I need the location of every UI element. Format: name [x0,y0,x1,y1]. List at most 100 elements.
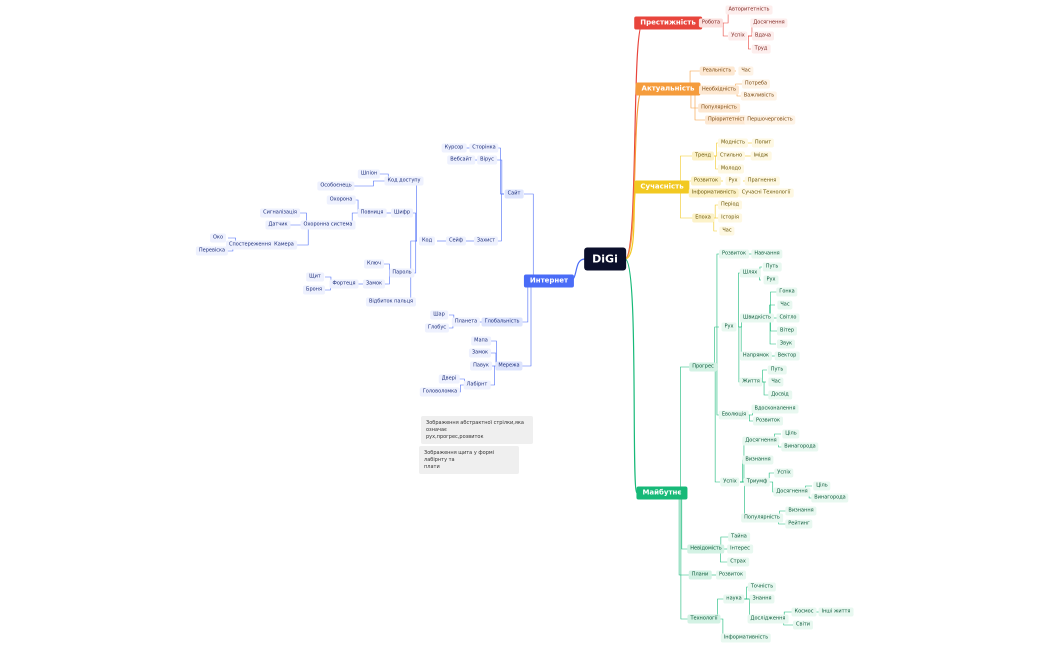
branch-node-1[interactable]: Актуальність [635,82,701,96]
topic-node[interactable]: Лабірнт [463,380,491,390]
topic-node[interactable]: Популярність [698,103,740,113]
branch-node-2[interactable]: Сучасність [634,180,690,194]
topic-node[interactable]: Прогрес [689,362,717,372]
topic-node[interactable]: Вебсайт [447,155,475,165]
topic-node[interactable]: Пароль [389,268,415,278]
topic-node[interactable]: Вдача [752,31,774,41]
topic-node[interactable]: Невідомість [687,544,725,554]
topic-node[interactable]: Успіх [720,477,740,487]
topic-node[interactable]: Потреба [741,79,771,89]
branch-node-0[interactable]: Престижність [634,16,702,30]
topic-node[interactable]: Глобус [424,323,450,333]
topic-node[interactable]: Замок [468,348,492,358]
topic-node[interactable]: Ціль [782,429,800,439]
topic-node[interactable]: Розвиток [753,416,783,426]
topic-node[interactable]: Період [718,200,742,210]
topic-node[interactable]: Першочерговість [744,115,796,125]
topic-node[interactable]: Головоломка [419,387,461,397]
topic-node[interactable]: Шифр [390,208,414,218]
topic-node[interactable]: Звук [776,339,796,349]
topic-node[interactable]: Захист [473,236,499,246]
topic-node[interactable]: Сейф [445,236,467,246]
topic-node[interactable]: Код [418,236,436,246]
topic-node[interactable]: Щит [306,272,324,282]
note-shield-description[interactable]: Зображення щита у формі лабірнту та плат… [419,446,519,475]
topic-node[interactable]: Успіх [774,468,794,478]
topic-node[interactable]: Розвиток [716,570,746,580]
topic-node[interactable]: Винагорода [781,442,819,452]
topic-node[interactable]: Око [209,233,227,243]
topic-node[interactable]: Необхідність [698,85,740,95]
topic-node[interactable]: Сигналізація [260,208,300,218]
topic-node[interactable]: Ключ [364,259,384,269]
topic-node[interactable]: Камера [271,240,297,250]
topic-node[interactable]: Мапа [471,336,491,346]
topic-node[interactable]: Датчик [265,220,291,230]
topic-node[interactable]: Рейтинг [785,519,813,529]
topic-node[interactable]: Епоха [692,213,714,223]
topic-node[interactable]: Реальність [699,66,735,76]
topic-node[interactable]: Павук [470,361,492,371]
topic-node[interactable]: Інтерес [727,544,753,554]
topic-node[interactable]: Досвід [768,390,792,400]
topic-node[interactable]: Стильно [716,151,746,161]
topic-node[interactable]: Триумф [743,477,771,487]
topic-node[interactable]: Час [719,226,735,236]
topic-node[interactable]: Світло [776,313,800,323]
topic-node[interactable]: Перевіска [195,246,229,256]
topic-node[interactable]: Фортеця [329,279,359,289]
topic-node[interactable]: Рух [725,176,741,186]
topic-node[interactable]: Труд [751,44,771,54]
topic-node[interactable]: Код доступу [384,176,424,186]
topic-node[interactable]: Сторінка [469,143,499,153]
topic-node[interactable]: Вірус [477,155,497,165]
topic-node[interactable]: Повниця [357,208,387,218]
topic-node[interactable]: Технології [687,614,721,624]
topic-node[interactable]: Популярність [741,513,783,523]
topic-node[interactable]: Мережа [495,361,523,371]
topic-node[interactable]: Дослідження [747,614,789,624]
topic-node[interactable]: Успіх [728,31,748,41]
topic-node[interactable]: Путь [767,365,787,375]
topic-node[interactable]: Інформативність [688,188,740,198]
note-arrow-description[interactable]: Зображення абстрактної стрілки,яка означ… [421,416,533,445]
topic-node[interactable]: Точність [747,582,777,592]
topic-node[interactable]: Шар [430,310,448,320]
topic-node[interactable]: Авторитетність [725,5,773,15]
topic-node[interactable]: Еволюція [718,410,750,420]
topic-node[interactable]: Молодо [717,164,745,174]
topic-node[interactable]: Особоєнець [317,181,355,191]
topic-node[interactable]: Прагнення [744,176,780,186]
topic-node[interactable]: Час [738,66,754,76]
topic-node[interactable]: Вдосконалення [751,404,799,414]
topic-node[interactable]: Інформативність [720,633,772,643]
topic-node[interactable]: Винагорода [811,493,849,503]
topic-node[interactable]: Двері [438,374,460,384]
branch-node-3[interactable]: Майбутнє [636,486,688,500]
topic-node[interactable]: Досягнення [750,18,788,28]
topic-node[interactable]: Тайна [728,532,750,542]
topic-node[interactable]: Путь [762,262,782,272]
topic-node[interactable]: Рух [763,275,779,285]
topic-node[interactable]: Сучасні Технології [738,188,794,198]
topic-node[interactable]: Шлях [739,268,761,278]
topic-node[interactable]: Вітер [777,326,797,336]
topic-node[interactable]: Тренд [691,151,715,161]
topic-node[interactable]: Досягнення [773,487,811,497]
topic-node[interactable]: Визнання [785,506,817,516]
topic-node[interactable]: Час [768,377,784,387]
topic-node[interactable]: Сайт [504,189,524,199]
topic-node[interactable]: Попит [751,138,775,148]
topic-node[interactable]: Охоронна система [300,220,356,230]
topic-node[interactable]: Світи [793,620,813,630]
topic-node[interactable]: Модність [717,138,749,148]
topic-node[interactable]: Знання [749,594,775,604]
topic-node[interactable]: Космос [791,607,817,617]
topic-node[interactable]: Пріоритетність [705,115,751,125]
topic-node[interactable]: Броня [303,285,325,295]
topic-node[interactable]: Життя [739,377,763,387]
topic-node[interactable]: Швидкість [739,313,775,323]
topic-node[interactable]: Рух [721,322,737,332]
topic-node[interactable]: Гонка [776,287,798,297]
topic-node[interactable]: Робота [698,18,724,28]
